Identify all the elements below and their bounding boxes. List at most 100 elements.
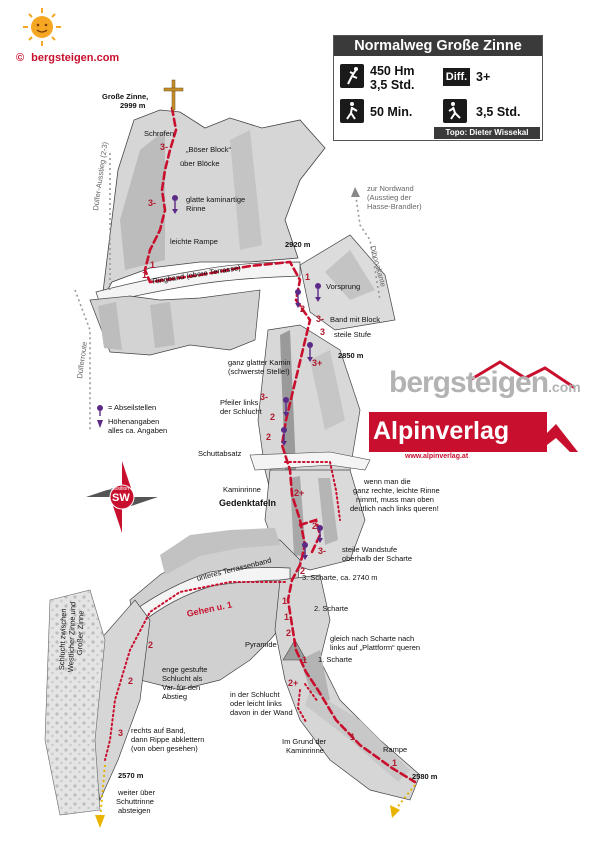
compass-icon [86,461,158,533]
ascent-time: 3,5 Std. [370,78,415,92]
alpinverlag-url-link[interactable]: www.alpinverlag.at [405,453,469,460]
label-enge-4: Abstieg [162,692,188,701]
grade-pfeiler3: 2 [266,432,272,442]
lower-wall [129,539,301,691]
grade-kaminrinne: 2+ [294,488,305,498]
other-routes [74,150,381,430]
bergsteigen-logo: bergsteigen.com [389,366,581,400]
label-pyramide: Pyramide [245,640,277,649]
label-scharte1: 1. Scharte [318,655,353,664]
grade-enge2: 2 [128,676,134,686]
descent-arrow-head-right [390,805,400,818]
summit-height: 2999 m [120,101,146,110]
climbing-icon [340,64,364,88]
difficulty-label: Diff. [443,68,470,86]
label-steile-stufe: steile Stufe [334,330,372,339]
route-info-box: Normalweg Große Zinne 450 Hm 3,5 Std. Di… [333,35,543,141]
grade-rampe1: 1 [150,260,156,270]
label-rampe: Rampe [383,745,408,754]
legend-rappel: = Abseilstellen [108,403,157,412]
label-pfeiler-2: der Schlucht [220,407,262,416]
label-rinne-note-4: deutlich nach links queren! [350,504,439,513]
label-nordwand-2: (Ausstieg der [367,193,412,202]
label-wandstufe-2: oberhalb der Scharte [342,554,413,563]
grade-scharte1: 1 [302,655,308,665]
label-nordwand-3: Hasse-Brandler) [367,202,422,211]
lower-left-pillars [89,289,261,356]
ascent-height: 450 Hm [370,64,415,78]
summit-name: Große Zinne, [102,92,149,101]
grade-grund: 1 [350,732,356,742]
label-band-rippe-2: dann Rippe abklettern [131,735,205,744]
grade-pfeiler1: 3- [260,392,269,402]
label-enge-3: Var. für den [162,683,201,692]
label-enge-1: enge gestufte [162,665,208,674]
west-gully-scree [44,589,106,816]
label-h2570: 2570 m [118,771,144,780]
label-leichte-rampe: leichte Rampe [170,237,218,246]
grade-plattform: 2+ [288,678,299,688]
label-kamin-2: (schwerste Stelle!) [228,367,290,376]
label-enge-2: Schlucht als [162,674,203,683]
legend-heights-2: alles ca. Angaben [108,426,168,435]
label-scharte3: 3. Scharte, ca. 2740 m [302,573,378,582]
label-band-rippe-3: (von oben gesehen) [131,744,198,753]
descent-time: 3,5 Std. [476,105,521,119]
brand-url-link[interactable]: bergsteigen.com [31,52,120,64]
label-vorsprung: Vorsprung [326,282,361,291]
descent-arrows-yellow [99,764,416,821]
route-title: Normalweg Große Zinne [334,36,542,56]
legend-rappel-icon [97,405,103,416]
ringband-ledge [95,261,301,305]
grade-kamin: 3+ [312,358,323,368]
label-h2920: 2920 m [285,240,311,249]
label-pfeiler-1: Pfeiler links [220,398,259,407]
grade-wand2: 3- [318,546,327,556]
label-kaminrinne: Kaminrinne [223,485,261,494]
label-scharte-note-1: gleich nach Scharte nach [330,634,415,643]
grade-enge1: 2 [148,640,154,650]
label-band-rippe-1: rechts auf Band, [131,726,186,735]
approach-time: 50 Min. [370,105,413,119]
grade-scharte2b: 2 [286,628,292,638]
grade-stufe: 3 [320,327,326,337]
label-h2850: 2850 m [338,351,364,360]
label-scharte2: 2. Scharte [314,604,349,613]
grade-scharte2a: 1 [284,612,290,622]
nordwand-arrow [351,187,360,197]
label-rinne-note-3: nimmt, muss man oben [356,495,434,504]
descent-hiker-icon [443,99,467,123]
label-band-block: Band mit Block [330,315,381,324]
label-abstieg-1: weiter über [118,788,156,797]
grade-pfeiler2: 2 [270,412,276,422]
compass-value: SW [112,492,130,504]
grade-wand1: 2 [312,521,318,531]
label-glatte-rinne-2: Rinne [186,204,206,213]
approach-hiker-icon [340,99,364,123]
label-abstieg-2: Schuttrinne [116,797,154,806]
grade-scharte3b: 1 [282,596,288,606]
grade-enge3: 3 [118,728,124,738]
label-grund-1: Im Grund der [282,737,327,746]
grade-band: 3- [316,314,325,324]
legend-heights-1: Höhenangaben [108,417,160,426]
label-ueber-bloecke: über Blöcke [180,159,220,168]
copyright-symbol: © [16,52,25,64]
bergsteigen-mountain-icon [469,360,576,390]
alpinverlag-logo: Alpinverlag www.alpinverlag.at [369,412,577,466]
label-rinne-note-2: ganz rechte, leichte Rinne [353,486,440,495]
grade-scharte3a: 2 [300,566,306,576]
schuttabsatz-ledge [249,451,371,471]
label-schlucht-links-1: in der Schlucht [230,690,280,699]
summit-cross-icon [163,79,184,111]
bergsteigen-name: bergsteigen [389,366,549,399]
label-gedenktafeln: Gedenktafeln [219,498,277,508]
alpinverlag-name: Alpinverlag [369,412,547,452]
summit-shadow [120,130,165,270]
grade-ringband: 1 [142,270,148,280]
label-nordwand-1: zur Nordwand [367,184,414,193]
legend-arrow-icon [97,420,103,428]
label-grund-2: Kaminrinne [286,746,324,755]
label-abstieg-3: absteigen [118,806,151,815]
